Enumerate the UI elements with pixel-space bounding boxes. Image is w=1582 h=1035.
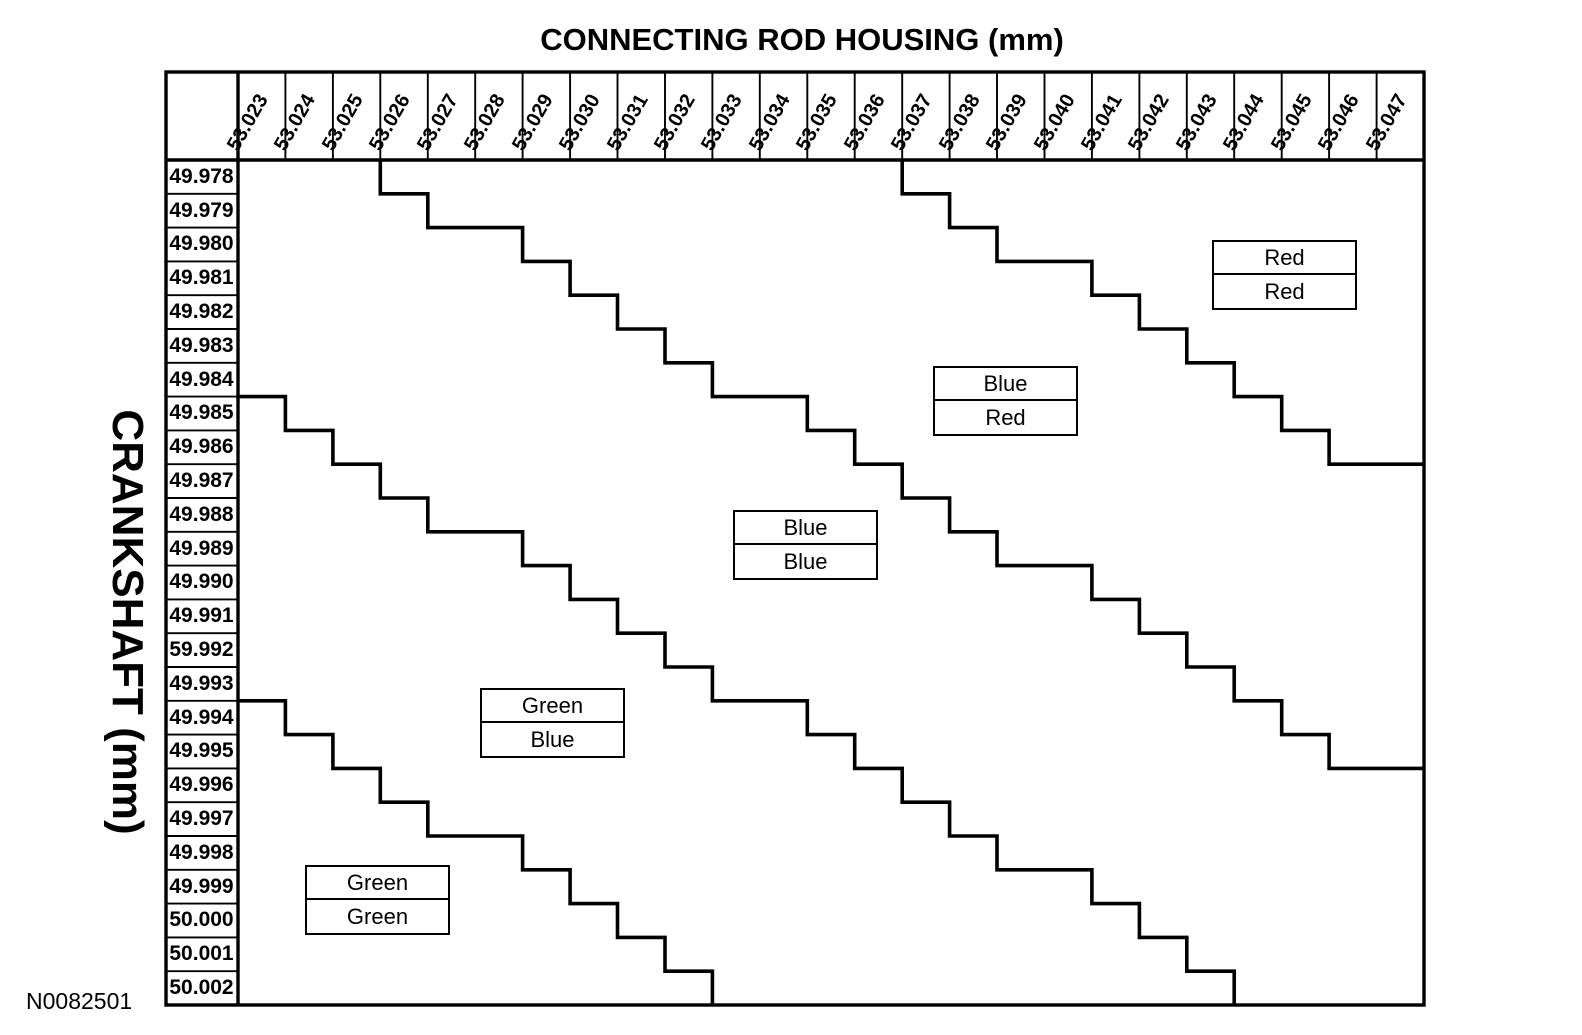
row-header-49.998: 49.998 (169, 840, 234, 864)
step-line-boundary-3-blue-blue-edge (238, 394, 1236, 1005)
row-header-49.979: 49.979 (169, 198, 234, 222)
row-header-50.001: 50.001 (169, 942, 234, 966)
step-line-boundary-2-blue-red-edge (378, 160, 1424, 771)
zone-box-bottom-label: Blue (530, 726, 575, 752)
row-header-59.992: 59.992 (169, 638, 234, 662)
row-header-49.982: 49.982 (169, 300, 234, 324)
zone-box-bottom-label: Green (346, 903, 409, 929)
row-header-49.983: 49.983 (169, 333, 234, 357)
row-header-49.981: 49.981 (169, 266, 234, 290)
row-header-49.987: 49.987 (169, 469, 234, 493)
column-header-53.047: 53.047 (1362, 72, 1424, 160)
step-line-boundary-1-red-red-edge (900, 160, 1424, 466)
row-header-49.995: 49.995 (169, 739, 234, 763)
row-header-49.993: 49.993 (169, 671, 234, 695)
row-header-49.986: 49.986 (169, 435, 234, 459)
row-header-49.996: 49.996 (169, 773, 234, 797)
zone-box-top-label: Blue (735, 512, 876, 545)
row-header-49.980: 49.980 (169, 232, 234, 256)
row-header-49.997: 49.997 (169, 807, 234, 831)
row-header-49.978: 49.978 (169, 164, 234, 188)
figure-code: N0082501 (26, 988, 133, 1014)
row-header-49.991: 49.991 (169, 604, 234, 628)
row-header-49.994: 49.994 (169, 705, 234, 729)
row-header-49.984: 49.984 (169, 367, 234, 391)
row-header-49.999: 49.999 (169, 874, 234, 898)
table-outer-border (164, 70, 1426, 1007)
zone-box-top-label: Green (482, 690, 623, 723)
row-header-50.000: 50.000 (169, 908, 234, 932)
row-header-49.990: 49.990 (169, 570, 234, 594)
row-header-49.988: 49.988 (169, 502, 234, 526)
row-header-49.989: 49.989 (169, 536, 234, 560)
row-header-50.002: 50.002 (169, 976, 234, 1000)
step-line-boundary-4-green-blue-edge (238, 699, 715, 1005)
row-header-49.985: 49.985 (169, 401, 234, 425)
zone-box-bottom-label: Red (1264, 278, 1305, 304)
chart-title: CONNECTING ROD HOUSING (mm) (540, 22, 1064, 57)
zone-box-top-label: Green (307, 867, 448, 900)
zone-box-bottom-label: Blue (783, 548, 828, 574)
zone-box-bottom-label: Red (985, 404, 1026, 430)
zone-box-top-label: Red (1214, 242, 1355, 275)
zone-box-top-label: Blue (935, 368, 1076, 401)
